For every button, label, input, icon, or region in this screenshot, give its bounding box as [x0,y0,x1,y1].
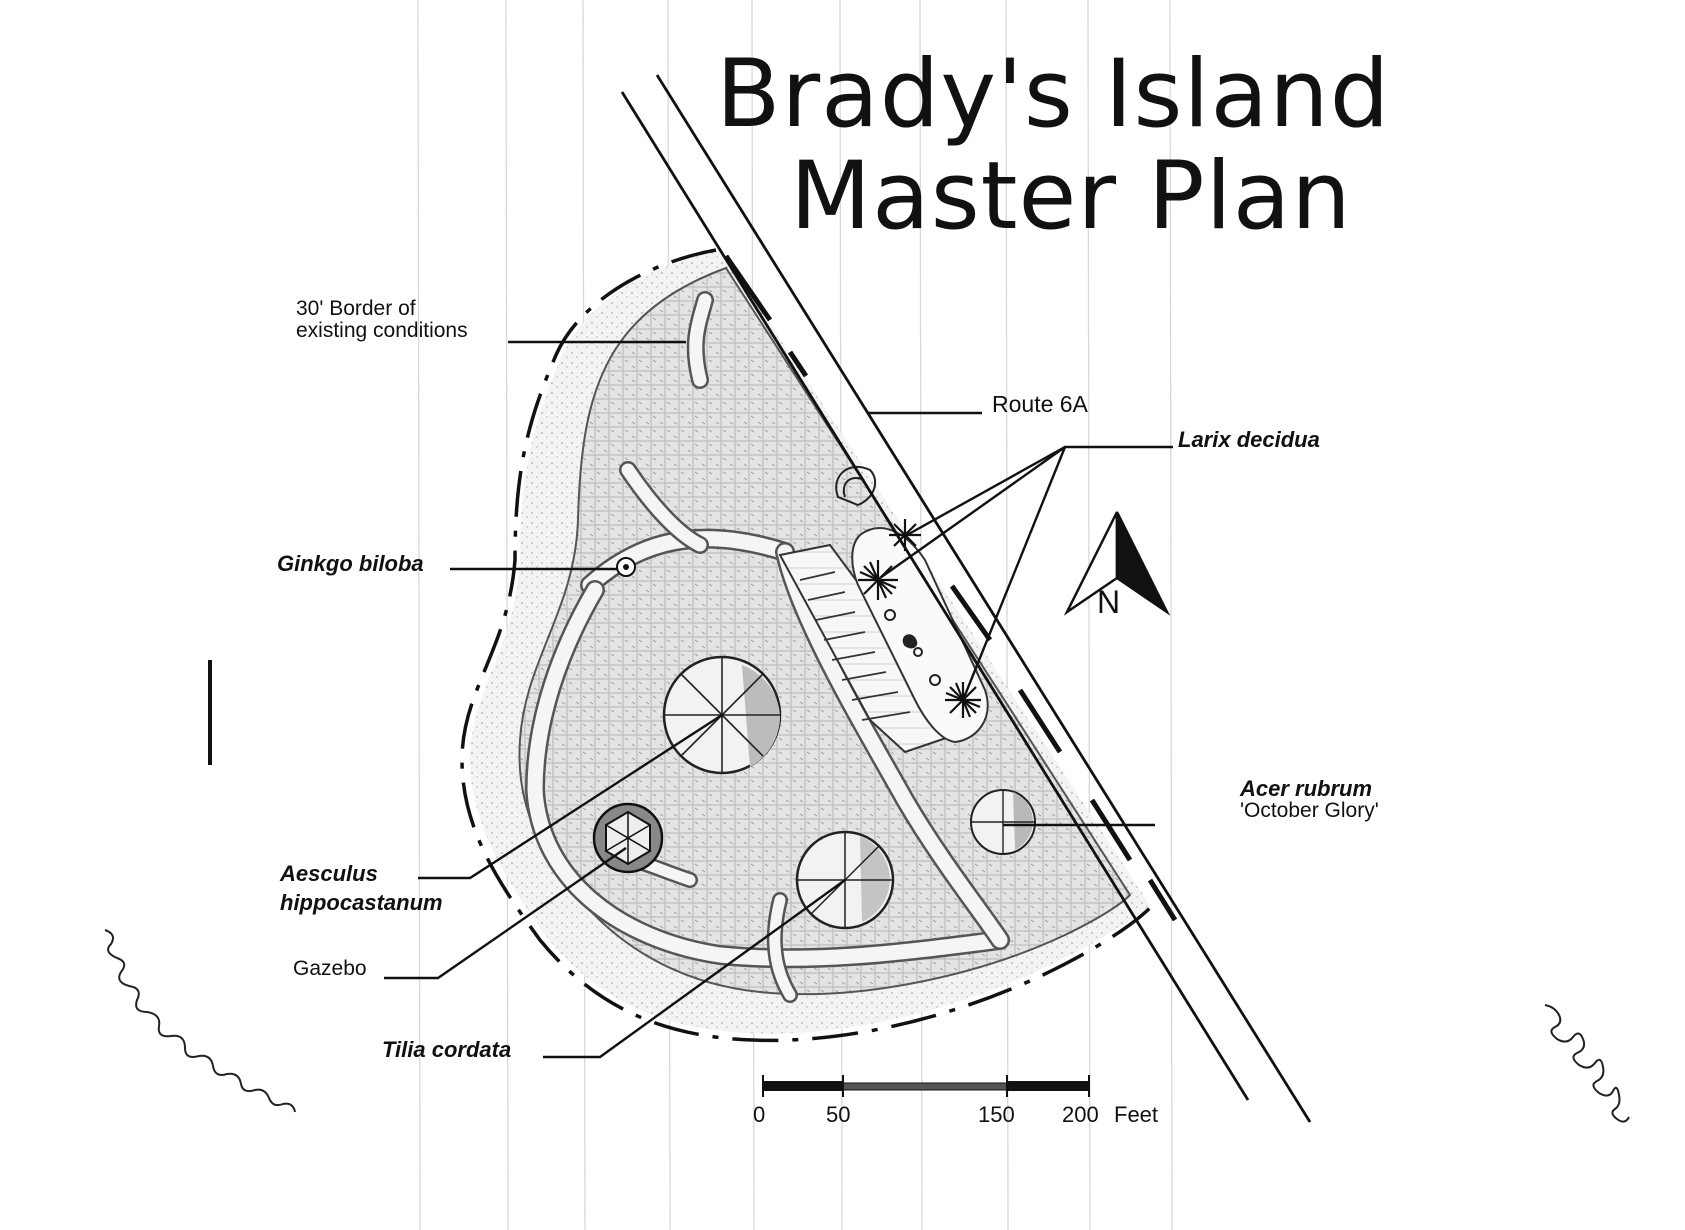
label-aesculus-line2: hippocastanum [280,889,443,915]
road-edge-marks [723,254,1178,922]
scale-tick-200: 200 [1062,1102,1099,1127]
title-line-2: Master Plan [790,142,1352,251]
leader-larix [906,445,1173,537]
label-aesculus-line1: Aesculus [280,861,378,886]
label-border-line2: existing conditions [296,319,468,343]
title-line-1: Brady's Island [716,40,1391,149]
label-tilia-cordata: Tilia cordata [382,1037,512,1062]
gazebo-symbol [592,802,664,874]
north-letter: N [1097,584,1121,620]
leader-aesculus [418,713,723,880]
label-larix-decidua: Larix decidua [1178,427,1320,452]
left-doodle [104,929,296,1113]
acer-tree-symbol [970,789,1036,855]
scale-bar [762,1075,1090,1097]
label-gazebo: Gazebo [293,957,367,980]
label-acer-line2: 'October Glory' [1240,799,1379,823]
label-route-6a: Route 6A [992,391,1088,417]
border-dashed-outline [460,248,1154,1043]
leader-gazebo [384,847,627,980]
label-acer-line1: Acer rubrum [1240,776,1373,801]
label-acer-rubrum: Acer rubrum 'October Glory' [1240,777,1379,822]
label-border: 30' Border of existing conditions [296,297,468,343]
ginkgo-tree-symbol [616,557,636,577]
scale-tick-50: 50 [826,1102,851,1127]
scale-tick-0: 0 [753,1102,766,1127]
leader-tilia [543,879,846,1059]
label-border-line1: 30' Border of [296,297,416,320]
aesculus-tree-symbol [662,655,782,775]
scale-tick-150: 150 [978,1102,1015,1127]
label-aesculus: Aesculus hippocastanum [280,860,443,917]
right-doodle [1544,1004,1630,1123]
north-arrow-icon [1063,511,1171,616]
label-ginkgo-biloba: Ginkgo biloba [277,551,424,576]
scale-unit: Feet [1114,1102,1159,1127]
leader-lines [384,340,1173,1059]
